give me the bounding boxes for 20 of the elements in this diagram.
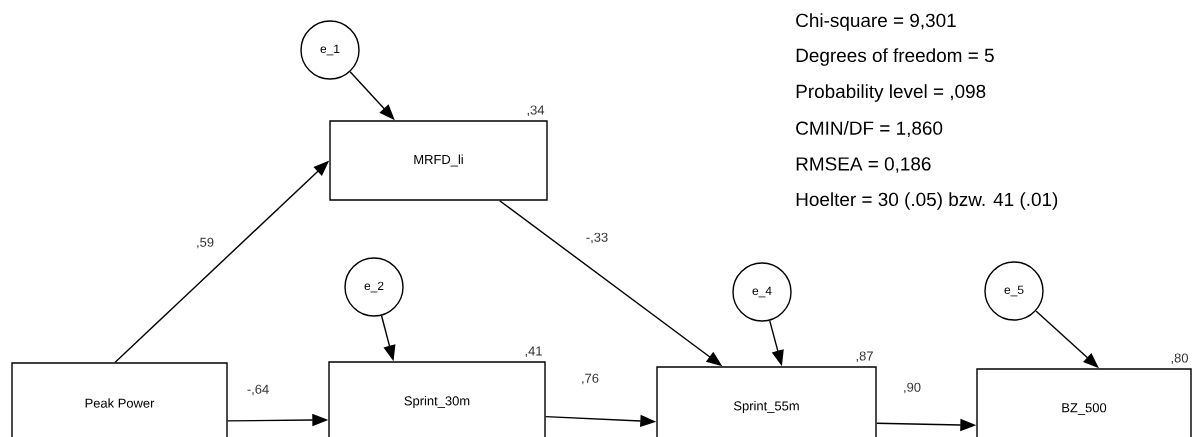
variable-box: Sprint_55m [656, 366, 877, 437]
edge-label: -,64 [247, 384, 269, 396]
edge-label: ,76 [582, 373, 599, 385]
r-squared-value: ,41 [525, 346, 542, 358]
edge-label: ,59 [197, 237, 214, 249]
edge-label: -,33 [586, 232, 608, 244]
fit-statistic: Chi-square = 9,301 [796, 13, 956, 31]
variable-box: BZ_500 [976, 368, 1192, 437]
fit-statistic: Probability level = ,098 [796, 84, 986, 102]
r-squared-value: ,34 [527, 105, 545, 117]
fit-statistic: CMIN/DF = 1,860 [796, 120, 943, 138]
edge-label: ,90 [904, 382, 921, 394]
fit-statistic: Hoelter = 30 (.05) bzw. 41 (.01) [796, 192, 1058, 210]
variable-box: Peak Power [11, 362, 228, 437]
variable-box: MRFD_li [329, 120, 548, 201]
fit-statistic: Degrees of freedom = 5 [796, 48, 994, 66]
r-squared-value: ,80 [1171, 353, 1188, 365]
fit-statistic: RMSEA = 0,186 [796, 157, 931, 173]
variable-box: Sprint_30m [328, 361, 546, 437]
r-squared-value: ,87 [856, 351, 873, 363]
